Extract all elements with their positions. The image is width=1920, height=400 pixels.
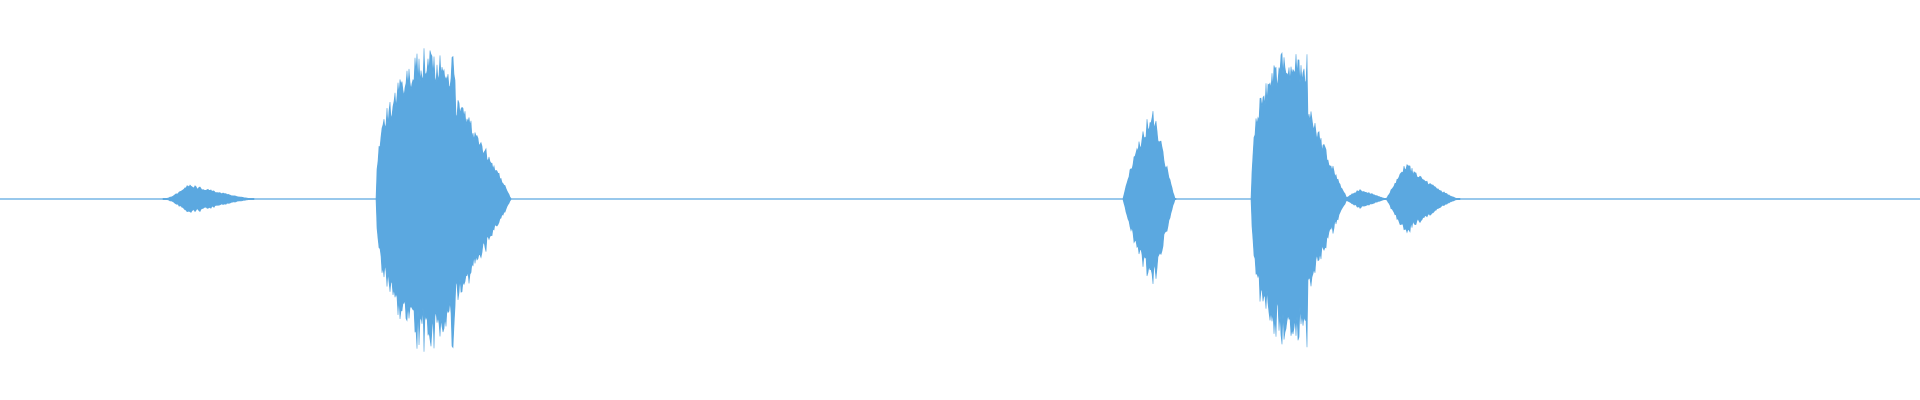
waveform-burst-6 bbox=[1385, 163, 1461, 234]
waveform-burst-3 bbox=[1122, 111, 1177, 285]
waveform-burst-2 bbox=[375, 48, 512, 352]
waveform-burst-5 bbox=[1343, 189, 1388, 209]
waveform-burst-4 bbox=[1250, 51, 1349, 348]
waveform-bursts bbox=[162, 48, 1461, 352]
waveform-burst-1 bbox=[162, 184, 255, 213]
